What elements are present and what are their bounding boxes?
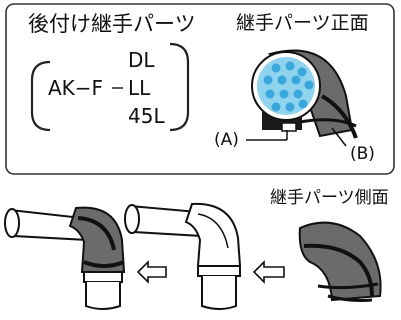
model-dl: DL xyxy=(128,48,155,72)
front-view-title: 継手パーツ正面 xyxy=(236,12,369,34)
joint-side-illustration xyxy=(298,221,382,302)
side-view-title: 継手パーツ側面 xyxy=(270,188,389,208)
covered-elbow-illustration xyxy=(4,206,126,310)
left-arrow-1 xyxy=(136,260,167,284)
right-bracket xyxy=(169,42,190,132)
model-45l: 45L xyxy=(128,104,165,128)
left-bracket xyxy=(30,60,51,132)
model-prefix: AK−F xyxy=(48,76,104,100)
model-ll: LL xyxy=(128,76,151,100)
label-b: (B) xyxy=(350,144,375,164)
box-title: 後付け継手パーツ xyxy=(28,12,196,36)
left-arrow-2 xyxy=(252,260,285,284)
label-a: (A) xyxy=(214,130,239,150)
bare-elbow-illustration xyxy=(124,202,242,310)
info-panel xyxy=(5,3,395,175)
joint-front-illustration xyxy=(246,49,358,147)
